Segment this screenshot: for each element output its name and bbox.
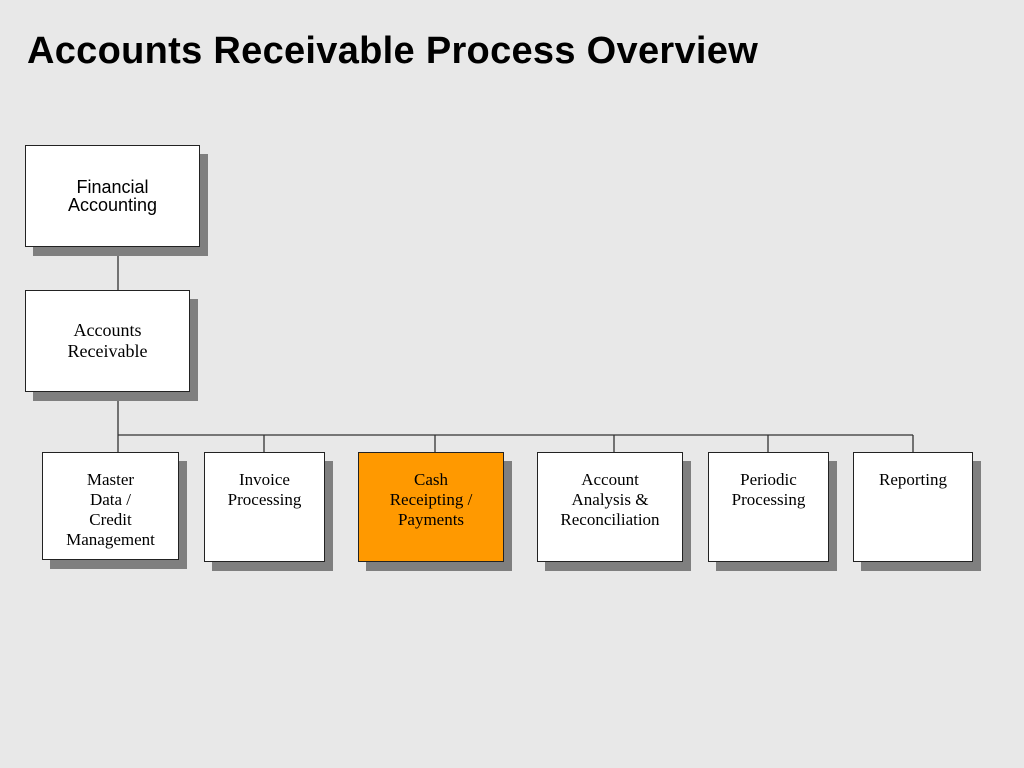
- page-title: Accounts Receivable Process Overview: [27, 30, 759, 72]
- node-label: Accounts Receivable: [67, 320, 148, 361]
- node-label: Invoice Processing: [227, 470, 302, 509]
- node-label: Financial Accounting: [67, 177, 158, 215]
- node-cash-receipting-payments: Cash Receipting / Payments: [358, 452, 504, 562]
- node-label: Periodic Processing: [731, 470, 806, 509]
- node-reporting: Reporting: [853, 452, 973, 562]
- node-accounts-receivable: Accounts Receivable: [25, 290, 190, 392]
- node-label: Cash Receipting / Payments: [389, 470, 473, 529]
- node-label: Master Data / Credit Management: [66, 470, 155, 549]
- node-invoice-processing: Invoice Processing: [204, 452, 325, 562]
- node-periodic-processing: Periodic Processing: [708, 452, 829, 562]
- node-label: Account Analysis & Reconciliation: [560, 470, 660, 529]
- node-account-analysis-reconciliation: Account Analysis & Reconciliation: [537, 452, 683, 562]
- node-master-data-credit-management: Master Data / Credit Management: [42, 452, 179, 560]
- node-financial-accounting: Financial Accounting: [25, 145, 200, 247]
- node-label: Reporting: [879, 470, 947, 489]
